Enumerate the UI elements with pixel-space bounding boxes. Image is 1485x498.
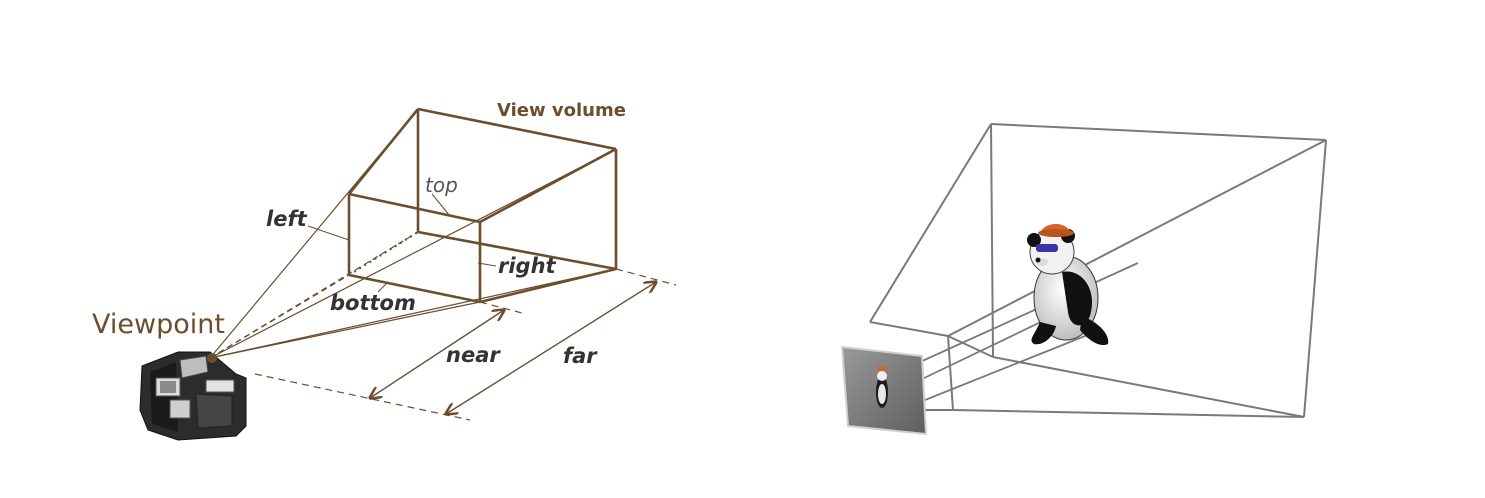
frustum-diagram: View volume top left right bottom near f… <box>92 100 677 441</box>
viewpoint-rays <box>209 108 617 359</box>
frustum-edges-right <box>869 123 1327 418</box>
right-label: right <box>498 254 557 278</box>
view-volume-title: View volume <box>497 100 626 121</box>
viewpoint-label: Viewpoint <box>92 309 225 340</box>
hidden-edge <box>348 231 419 276</box>
bottom-label: bottom <box>330 291 416 315</box>
far-arrow <box>446 282 656 414</box>
top-label: top <box>425 173 458 197</box>
near-label: near <box>446 343 501 367</box>
left-label: left <box>266 207 308 231</box>
far-plane-right <box>990 123 1327 418</box>
far-plane <box>416 107 618 271</box>
near-plane <box>347 192 482 304</box>
panda-figure <box>1027 223 1109 346</box>
label-leaders <box>307 193 497 293</box>
frustum-edges <box>347 108 617 304</box>
camera-icon <box>139 351 247 441</box>
image-plane <box>840 345 928 436</box>
frustum-render <box>840 123 1327 436</box>
far-label: far <box>563 344 598 368</box>
